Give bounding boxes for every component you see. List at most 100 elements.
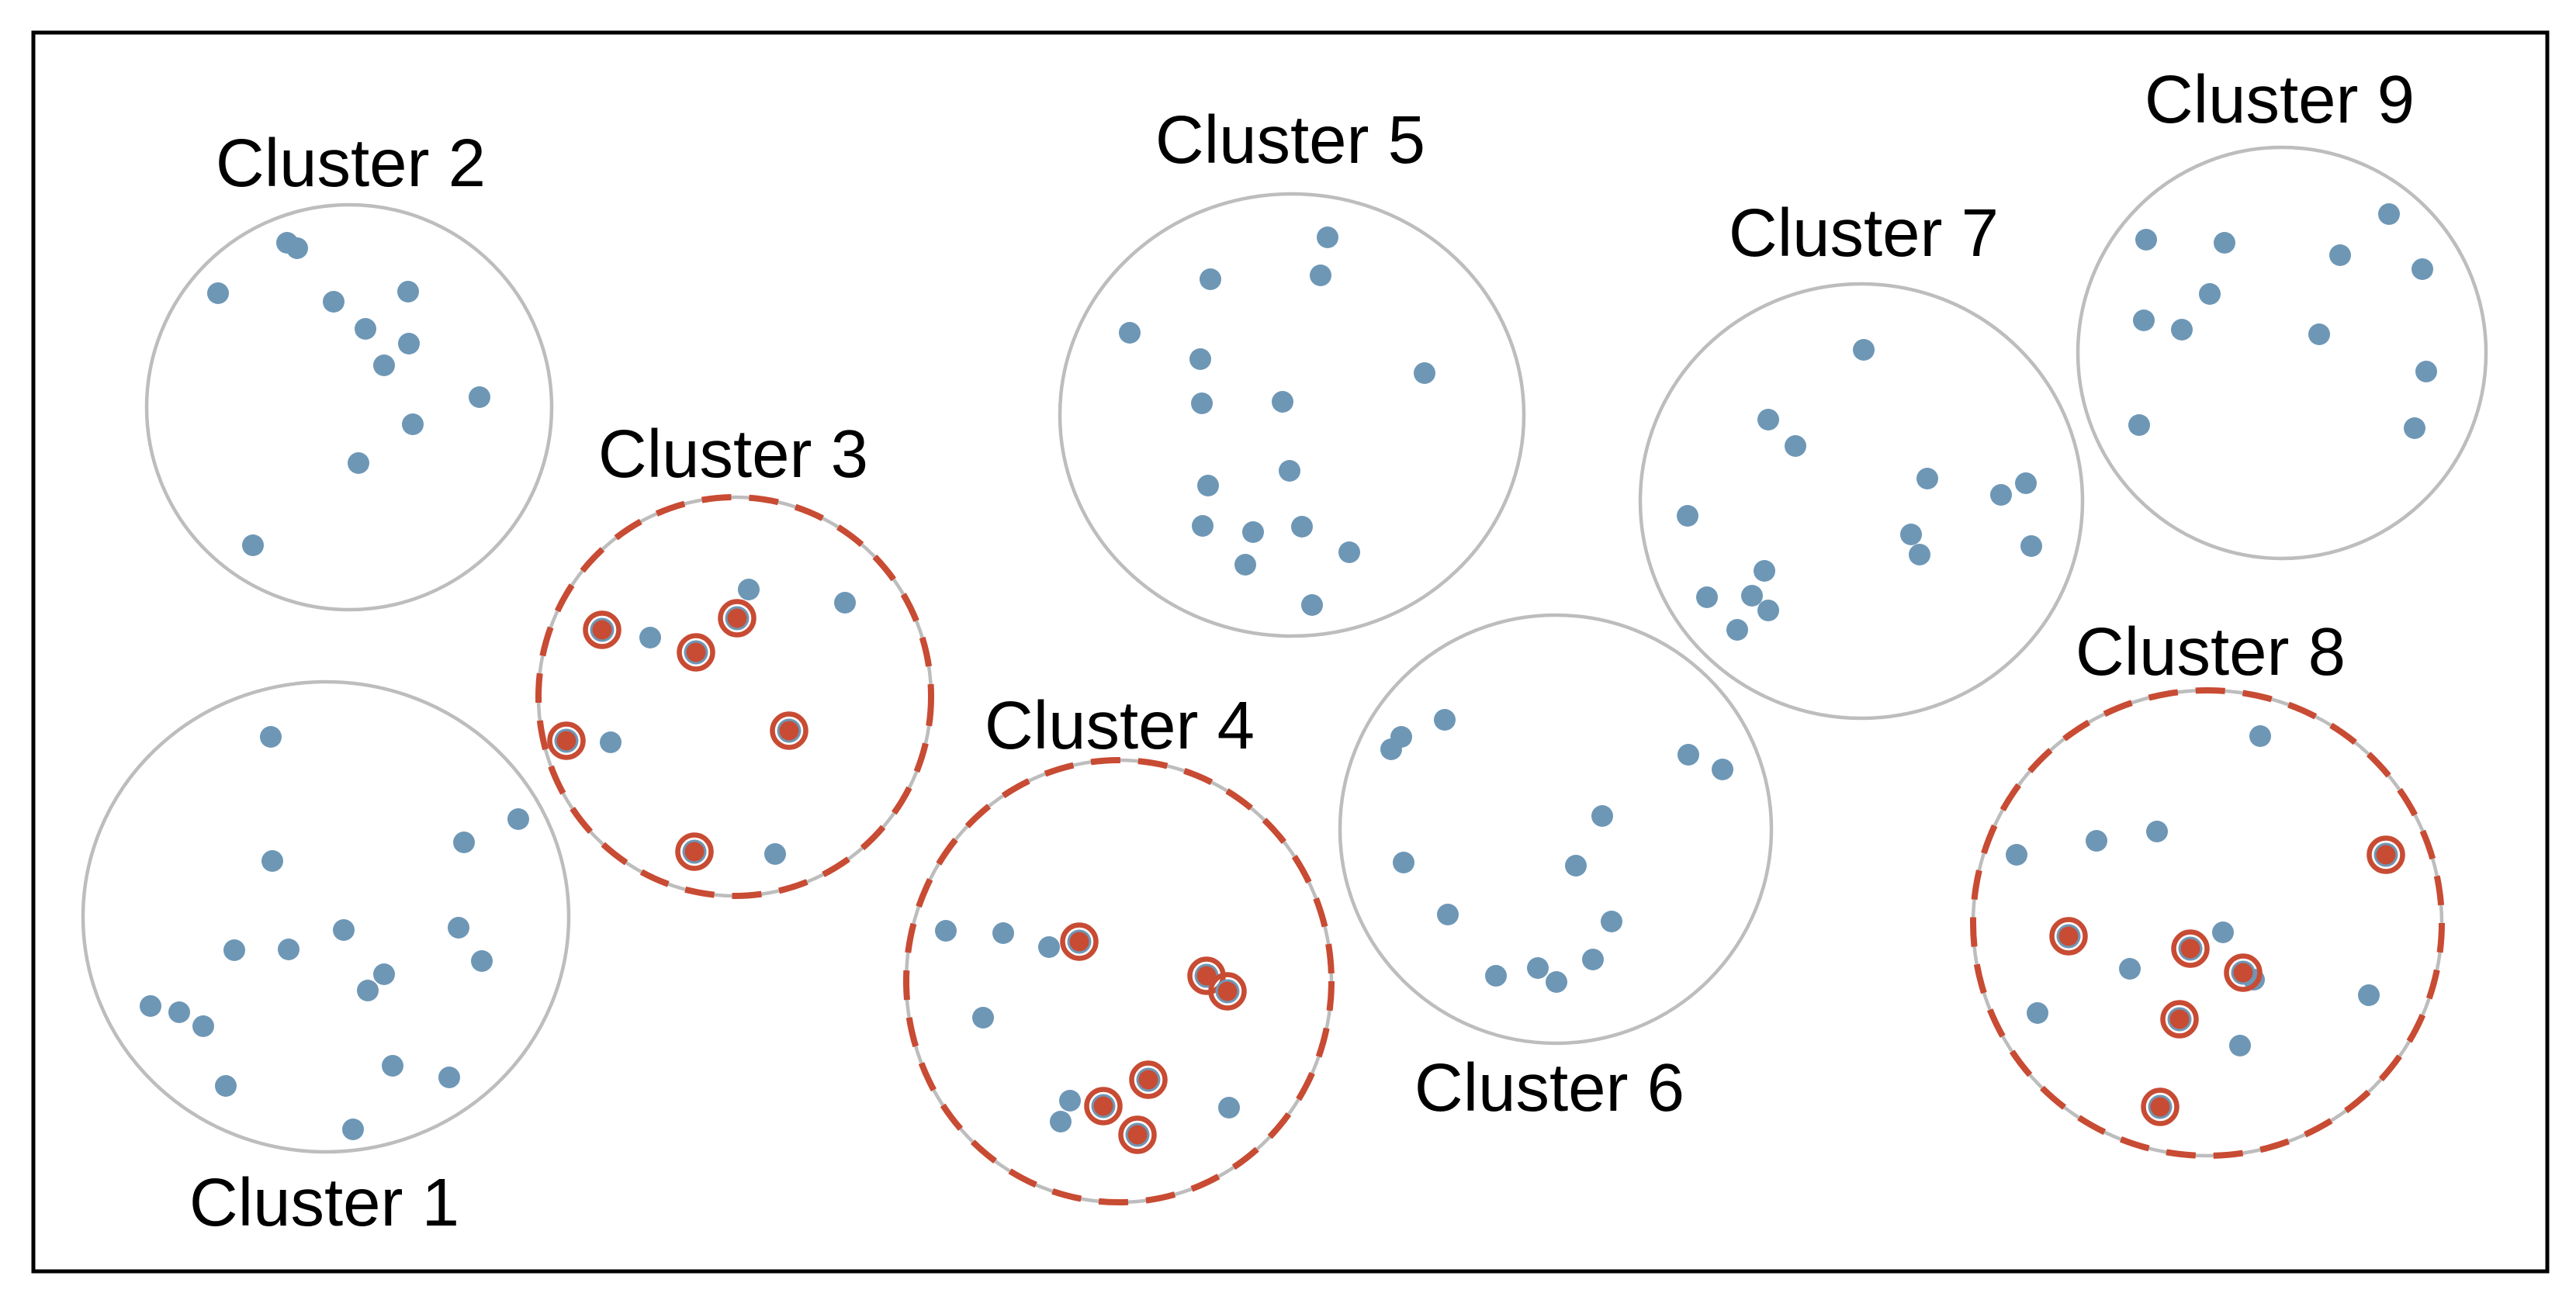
sampled-point-dot <box>1093 1096 1113 1116</box>
data-point <box>1678 744 1699 766</box>
data-point <box>1741 585 1763 607</box>
data-point <box>1242 521 1264 543</box>
data-point <box>223 939 245 961</box>
data-point <box>261 850 283 872</box>
data-point <box>2249 725 2271 747</box>
sampled-point-ring-icon <box>1208 972 1247 1011</box>
sampled-point-ring-icon <box>1060 922 1099 961</box>
sampled-point-ring-icon <box>583 610 621 649</box>
data-point <box>1218 1097 1240 1119</box>
sampled-point-dot <box>2233 963 2253 983</box>
data-point <box>1527 957 1549 979</box>
sampled-point-dot <box>779 721 799 741</box>
data-point <box>1279 460 1300 482</box>
data-point <box>1059 1090 1081 1112</box>
data-point <box>373 963 395 985</box>
data-point <box>471 950 493 972</box>
sampled-point-dot <box>1069 932 1089 952</box>
sampled-point-ring-icon <box>1084 1087 1123 1125</box>
data-point <box>2086 830 2107 852</box>
figure-border <box>31 30 2550 1274</box>
data-point <box>1591 805 1613 827</box>
data-point <box>1582 949 1604 970</box>
data-point <box>2404 417 2425 439</box>
sampled-point-ring-icon <box>675 832 714 871</box>
sampled-point-dot <box>556 731 576 751</box>
data-point <box>2128 414 2150 436</box>
data-point <box>2119 958 2141 980</box>
sampled-point-dot <box>2150 1097 2170 1117</box>
data-point <box>1192 515 1214 537</box>
data-point <box>1757 600 1779 621</box>
sampled-point-dot <box>2169 1009 2190 1029</box>
data-point <box>2015 472 2037 494</box>
cluster-sampled-outline-4 <box>903 757 1335 1205</box>
data-point <box>140 995 161 1017</box>
data-point <box>168 1001 190 1023</box>
sampled-point-ring-icon <box>2141 1087 2180 1126</box>
sampled-point-dot <box>686 642 706 662</box>
data-point <box>355 318 376 340</box>
data-point <box>1234 554 1256 576</box>
sampled-point-dot <box>2376 845 2396 865</box>
cluster-circle-7 <box>1638 282 2085 721</box>
sampled-point-ring-icon <box>547 721 586 760</box>
data-point <box>1757 409 1779 430</box>
sampled-point-dot <box>684 842 705 862</box>
data-point <box>738 579 760 600</box>
sampled-point-dot <box>1217 981 1238 1001</box>
cluster-circle-1 <box>81 679 571 1154</box>
cluster-circle-2 <box>144 202 554 612</box>
data-point <box>1677 505 1698 527</box>
data-point <box>286 237 308 259</box>
cluster-circle-5 <box>1058 192 1526 638</box>
data-point <box>2415 361 2437 382</box>
data-point <box>1900 524 1922 545</box>
data-point <box>1338 541 1360 563</box>
data-point <box>764 843 786 865</box>
data-point <box>1380 738 1402 760</box>
cluster-label-6: Cluster 6 <box>1414 1050 1684 1125</box>
data-point <box>2027 1002 2048 1024</box>
data-point <box>323 291 345 313</box>
data-point <box>453 832 475 853</box>
sampled-point-ring-icon <box>1129 1060 1168 1099</box>
data-point <box>1200 268 1221 290</box>
data-point <box>402 413 424 435</box>
data-point <box>242 534 264 556</box>
sampled-point-dot <box>1138 1070 1158 1090</box>
data-point <box>972 1007 994 1029</box>
data-point <box>2006 844 2027 866</box>
sampled-point-ring-icon <box>770 711 808 750</box>
data-point <box>1050 1111 1072 1132</box>
sampled-point-ring-icon <box>2049 917 2088 956</box>
data-point <box>2378 203 2400 225</box>
data-point <box>935 920 957 942</box>
cluster-label-5: Cluster 5 <box>1155 102 1425 178</box>
data-point <box>2412 258 2433 280</box>
data-point <box>207 282 229 304</box>
data-point <box>1393 852 1414 873</box>
sampled-point-dot <box>727 608 747 628</box>
data-point <box>2020 535 2042 557</box>
data-point <box>600 731 621 753</box>
sampled-point-ring-icon <box>2367 835 2405 874</box>
sampled-point-ring-icon <box>2224 953 2263 992</box>
data-point <box>1191 392 1213 414</box>
data-point <box>1726 619 1748 641</box>
data-point <box>992 922 1014 944</box>
cluster-label-9: Cluster 9 <box>2145 62 2415 137</box>
data-point <box>1565 855 1587 877</box>
data-point <box>1712 759 1733 780</box>
cluster-label-1: Cluster 1 <box>189 1165 459 1240</box>
data-point <box>2199 283 2221 305</box>
cluster-sampled-outline-8 <box>1970 687 2445 1159</box>
data-point <box>2171 319 2193 341</box>
cluster-label-8: Cluster 8 <box>2076 614 2346 690</box>
sampled-point-ring-icon <box>2171 929 2210 968</box>
data-point <box>2146 821 2168 842</box>
data-point <box>1853 339 1875 361</box>
data-point <box>2135 229 2157 251</box>
